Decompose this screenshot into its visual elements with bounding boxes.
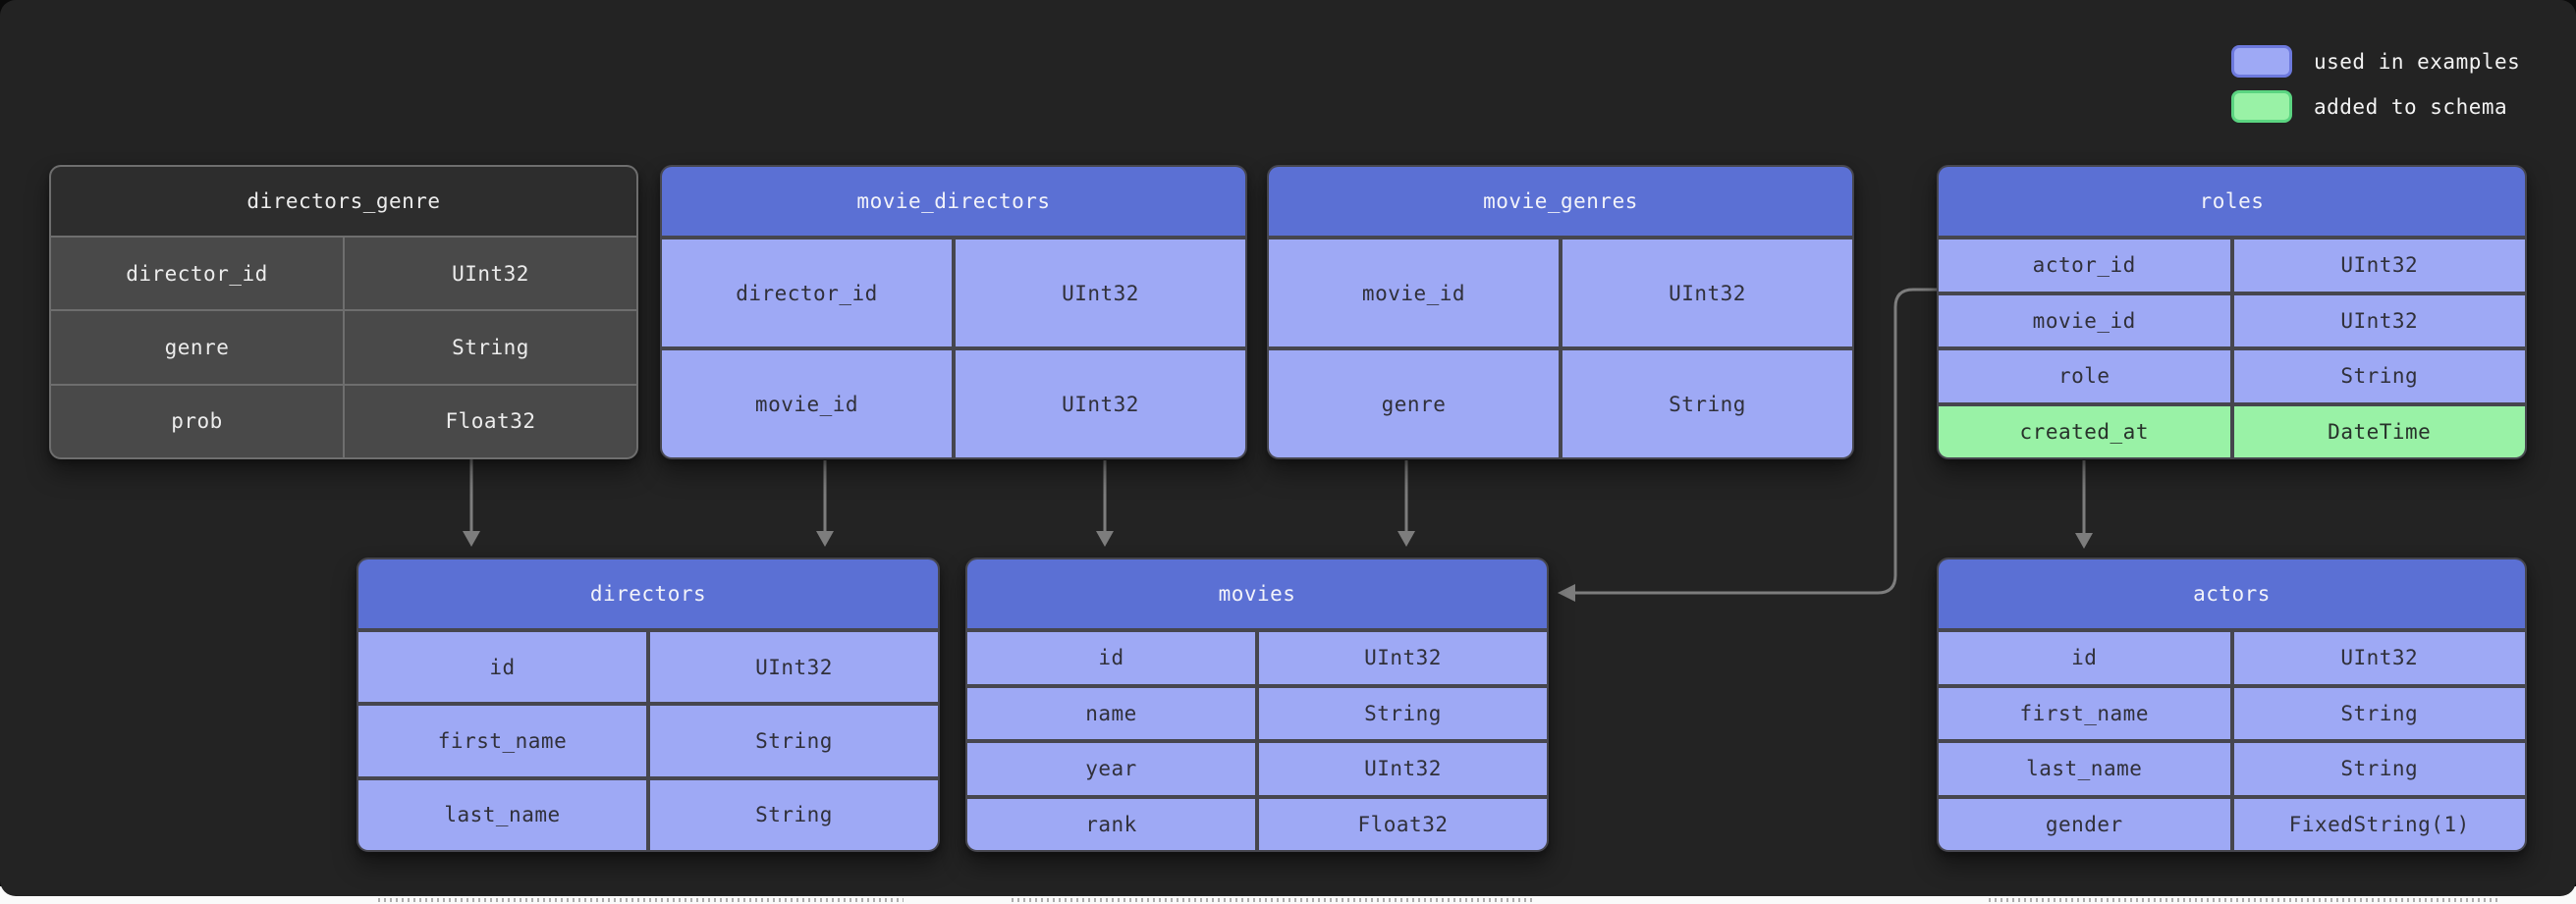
field-type: Float32	[1259, 798, 1547, 850]
field-type: String	[1562, 350, 1852, 457]
field-name: last_name	[358, 779, 646, 850]
table-title: movies	[967, 559, 1547, 628]
arrow-roles-to-movies	[1574, 288, 1939, 595]
field-name: first_name	[1939, 687, 2230, 739]
arrowhead	[1096, 531, 1114, 547]
legend-label: added to schema	[2314, 94, 2508, 119]
legend-label: used in examples	[2314, 49, 2521, 74]
field-type: FixedString(1)	[2233, 798, 2525, 850]
field-name: director_id	[662, 239, 952, 346]
field-name: id	[967, 632, 1255, 684]
field-type: UInt32	[956, 350, 1245, 457]
field-type: String	[2233, 350, 2525, 402]
legend-swatch-used-in-examples	[2231, 45, 2292, 78]
table-fields: director_id UInt32 genre String prob Flo…	[51, 238, 636, 457]
legend-swatch-added-to-schema	[2231, 90, 2292, 123]
field-name: role	[1939, 350, 2230, 402]
field-type: String	[2233, 687, 2525, 739]
arrowhead	[2075, 533, 2093, 549]
field-type: UInt32	[1562, 239, 1852, 346]
table-movies: movies id UInt32 name String year UInt32…	[965, 558, 1549, 852]
legend: used in examples added to schema	[2231, 45, 2520, 123]
arrowhead	[1558, 584, 1575, 602]
field-type-added: DateTime	[2233, 405, 2525, 457]
field-type: UInt32	[345, 238, 636, 310]
table-directors: directors id UInt32 first_name String la…	[356, 558, 940, 852]
arrowhead	[1398, 531, 1415, 547]
field-name: movie_id	[662, 350, 952, 457]
table-title: movie_directors	[662, 167, 1245, 236]
page-below-text-fragment	[378, 898, 904, 902]
page-below-text-fragment	[1012, 898, 1532, 902]
field-type: String	[2233, 743, 2525, 795]
field-name: prob	[51, 385, 343, 457]
table-fields: movie_id UInt32 genre String	[1269, 239, 1852, 457]
field-type: UInt32	[2233, 632, 2525, 684]
field-type: Float32	[345, 385, 636, 457]
field-type: UInt32	[1259, 632, 1547, 684]
field-name: movie_id	[1939, 294, 2230, 346]
field-type: UInt32	[2233, 239, 2525, 292]
table-movie-genres: movie_genres movie_id UInt32 genre Strin…	[1267, 165, 1854, 459]
page-below-text-fragment	[1989, 898, 2499, 902]
field-type: String	[1259, 687, 1547, 739]
field-name: year	[967, 743, 1255, 795]
table-title: directors_genre	[51, 167, 636, 236]
field-name: id	[358, 632, 646, 703]
table-fields: id UInt32 first_name String last_name St…	[1939, 632, 2525, 850]
table-title: directors	[358, 559, 938, 628]
table-directors-genre: directors_genre director_id UInt32 genre…	[49, 165, 638, 459]
field-name: gender	[1939, 798, 2230, 850]
arrowhead	[463, 531, 480, 547]
field-type: String	[650, 779, 938, 850]
field-type: UInt32	[2233, 294, 2525, 346]
table-fields: actor_id UInt32 movie_id UInt32 role Str…	[1939, 239, 2525, 457]
table-fields: id UInt32 name String year UInt32 rank F…	[967, 632, 1547, 850]
field-type: UInt32	[650, 632, 938, 703]
field-name: rank	[967, 798, 1255, 850]
table-title: movie_genres	[1269, 167, 1852, 236]
table-title: roles	[1939, 167, 2525, 236]
arrowhead	[816, 531, 834, 547]
table-actors: actors id UInt32 first_name String last_…	[1937, 558, 2527, 852]
field-name: genre	[1269, 350, 1559, 457]
field-name: name	[967, 687, 1255, 739]
field-name: first_name	[358, 706, 646, 776]
field-name-added: created_at	[1939, 405, 2230, 457]
table-fields: director_id UInt32 movie_id UInt32	[662, 239, 1245, 457]
field-type: String	[650, 706, 938, 776]
table-fields: id UInt32 first_name String last_name St…	[358, 632, 938, 850]
field-type: String	[345, 311, 636, 384]
field-type: UInt32	[956, 239, 1245, 346]
field-name: director_id	[51, 238, 343, 310]
legend-item-used-in-examples: used in examples	[2231, 45, 2520, 78]
field-type: UInt32	[1259, 743, 1547, 795]
field-name: last_name	[1939, 743, 2230, 795]
legend-item-added-to-schema: added to schema	[2231, 90, 2520, 123]
field-name: genre	[51, 311, 343, 384]
field-name: movie_id	[1269, 239, 1559, 346]
table-movie-directors: movie_directors director_id UInt32 movie…	[660, 165, 1247, 459]
table-title: actors	[1939, 559, 2525, 628]
field-name: id	[1939, 632, 2230, 684]
field-name: actor_id	[1939, 239, 2230, 292]
table-roles: roles actor_id UInt32 movie_id UInt32 ro…	[1937, 165, 2527, 459]
